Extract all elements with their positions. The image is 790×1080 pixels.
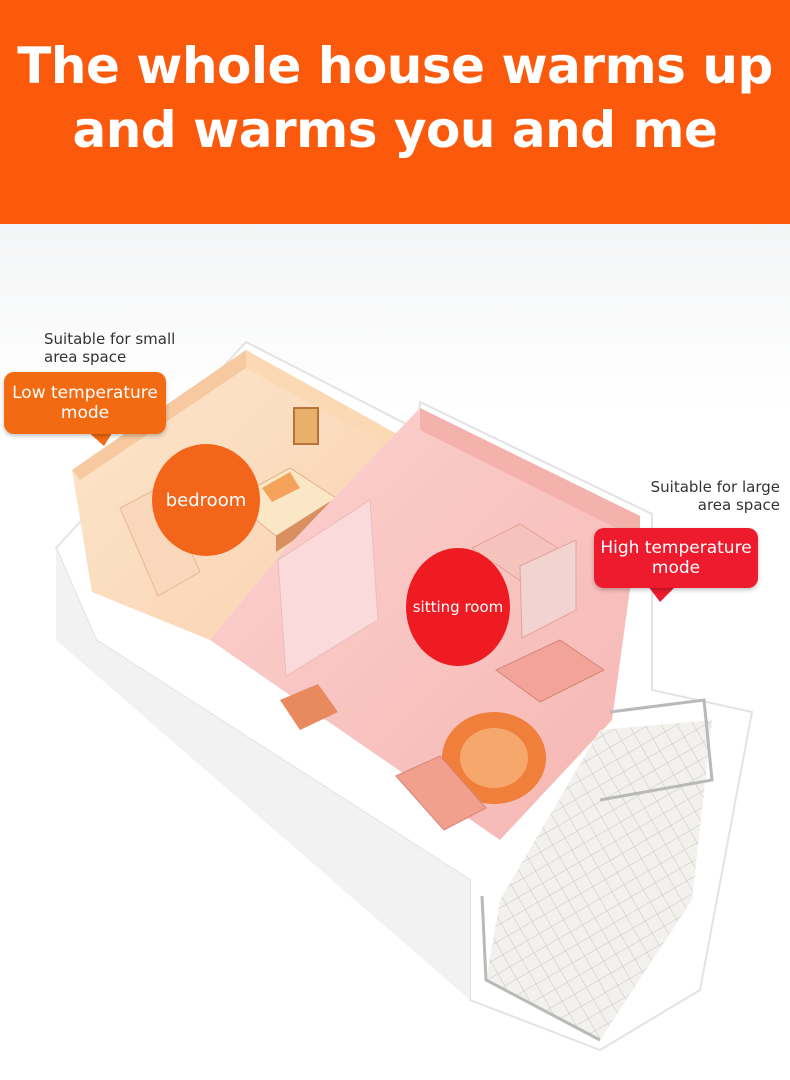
high-mode-line-1: High temperature bbox=[600, 538, 752, 558]
small-area-note-line-2: area space bbox=[44, 348, 127, 366]
large-area-note-line-2: area space bbox=[697, 496, 780, 514]
high-mode-line-2: mode bbox=[651, 558, 701, 578]
bedroom-label: bedroom bbox=[152, 444, 260, 556]
title-line-1: The whole house warms up bbox=[17, 37, 773, 95]
title-line-2: and warms you and me bbox=[72, 101, 718, 159]
large-area-note-line-1: Suitable for large bbox=[650, 478, 780, 496]
sitting-room-label: sitting room bbox=[406, 548, 510, 666]
large-area-note: Suitable for large area space bbox=[651, 478, 780, 514]
low-mode-bubble-tail bbox=[86, 430, 114, 446]
low-mode-line-1: Low temperature bbox=[12, 383, 158, 403]
low-temperature-mode-bubble: Low temperature mode bbox=[4, 372, 166, 434]
header-banner: The whole house warms up and warms you a… bbox=[0, 0, 790, 224]
high-mode-bubble-tail bbox=[648, 586, 676, 602]
page-title: The whole house warms up and warms you a… bbox=[0, 34, 790, 162]
small-area-note-line-1: Suitable for small bbox=[44, 330, 176, 348]
high-temperature-mode-bubble: High temperature mode bbox=[594, 528, 758, 588]
low-mode-line-2: mode bbox=[60, 403, 110, 423]
small-area-note: Suitable for small area space bbox=[44, 330, 175, 366]
balcony-area bbox=[480, 698, 714, 1042]
